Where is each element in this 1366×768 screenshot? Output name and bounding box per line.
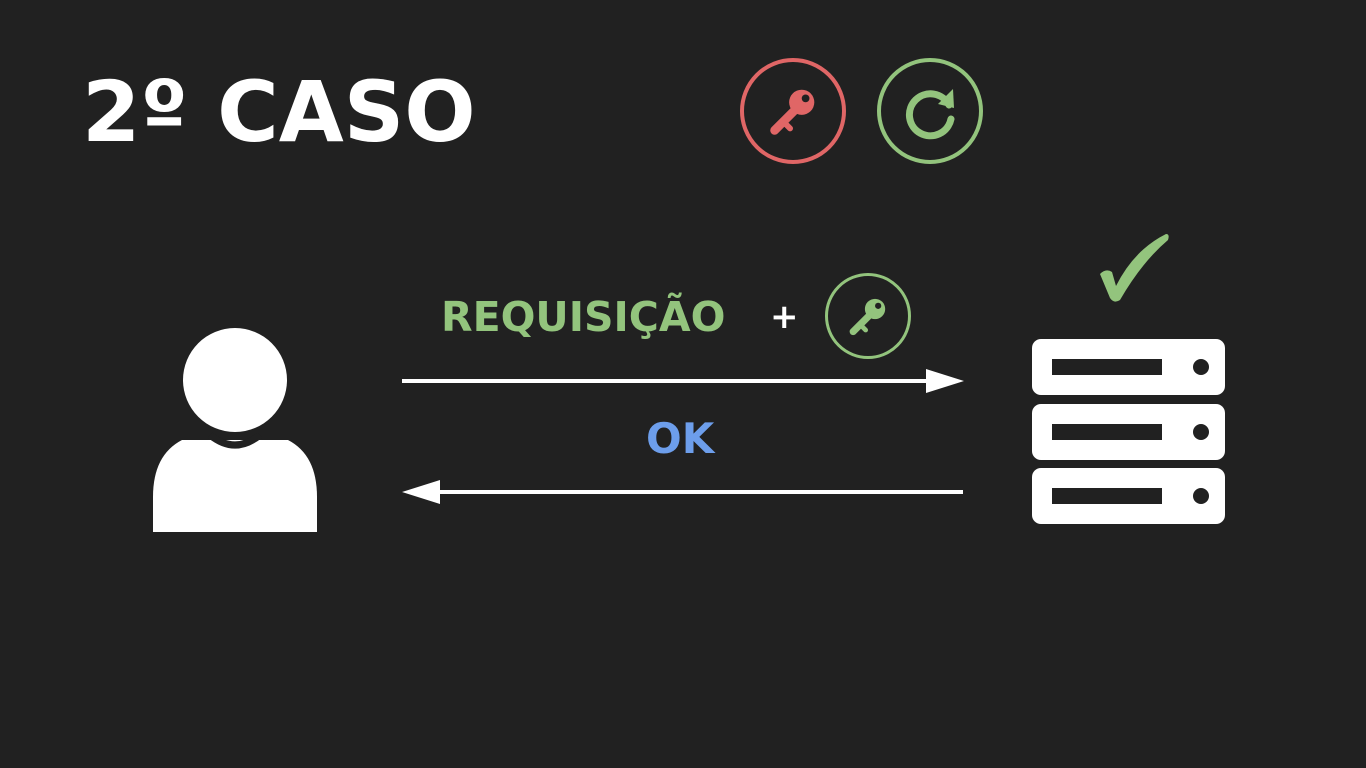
user-icon — [153, 328, 317, 532]
key-icon — [770, 89, 815, 135]
refresh-icon-green — [877, 58, 983, 164]
request-label: REQUISIÇÃO — [441, 293, 726, 341]
refresh-icon — [905, 89, 955, 140]
server-icon — [1032, 339, 1225, 524]
key-icon — [849, 298, 886, 336]
request-arrow — [402, 369, 964, 393]
response-label: OK — [646, 414, 715, 463]
page-title: 2º CASO — [82, 63, 476, 161]
plus-sign: + — [770, 297, 799, 337]
checkmark-icon — [1100, 234, 1169, 302]
response-arrow — [402, 480, 963, 504]
attached-key-icon — [825, 273, 911, 359]
key-icon-red — [740, 58, 846, 164]
